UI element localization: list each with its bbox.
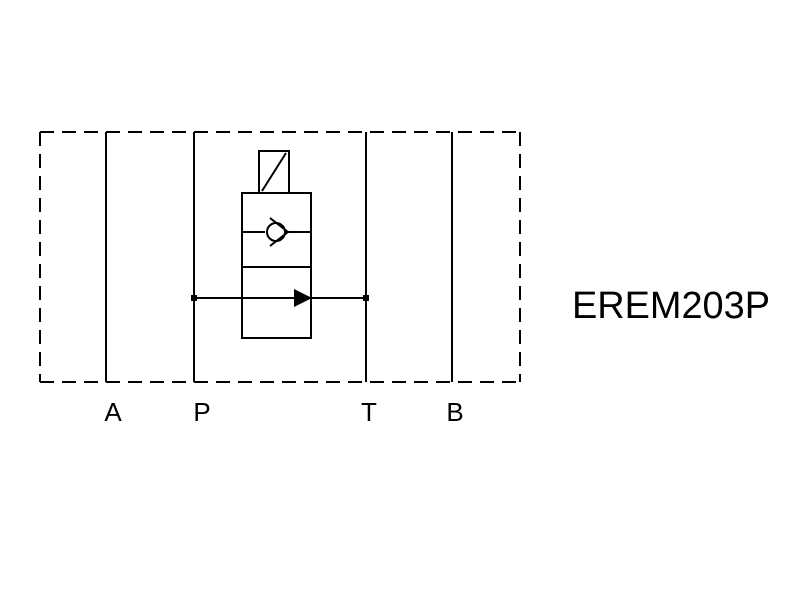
solenoid-actuator	[258, 150, 290, 194]
port-label-p: P	[193, 397, 210, 427]
port-label-t: T	[361, 397, 377, 427]
junction-p	[191, 295, 197, 301]
flow-path	[191, 289, 369, 307]
flow-arrow-icon	[294, 289, 312, 307]
check-ball-icon	[266, 222, 286, 242]
port-label-a: A	[104, 397, 122, 427]
model-label: EREM203P	[572, 285, 770, 327]
check-seat-icon	[269, 217, 290, 247]
dashed-envelope	[39, 131, 521, 383]
solenoid-winding	[261, 152, 287, 192]
port-label-b: B	[446, 397, 463, 427]
valve-outline	[241, 192, 312, 339]
valve-body	[241, 192, 312, 339]
port-lines	[105, 132, 453, 382]
junction-t	[363, 295, 369, 301]
